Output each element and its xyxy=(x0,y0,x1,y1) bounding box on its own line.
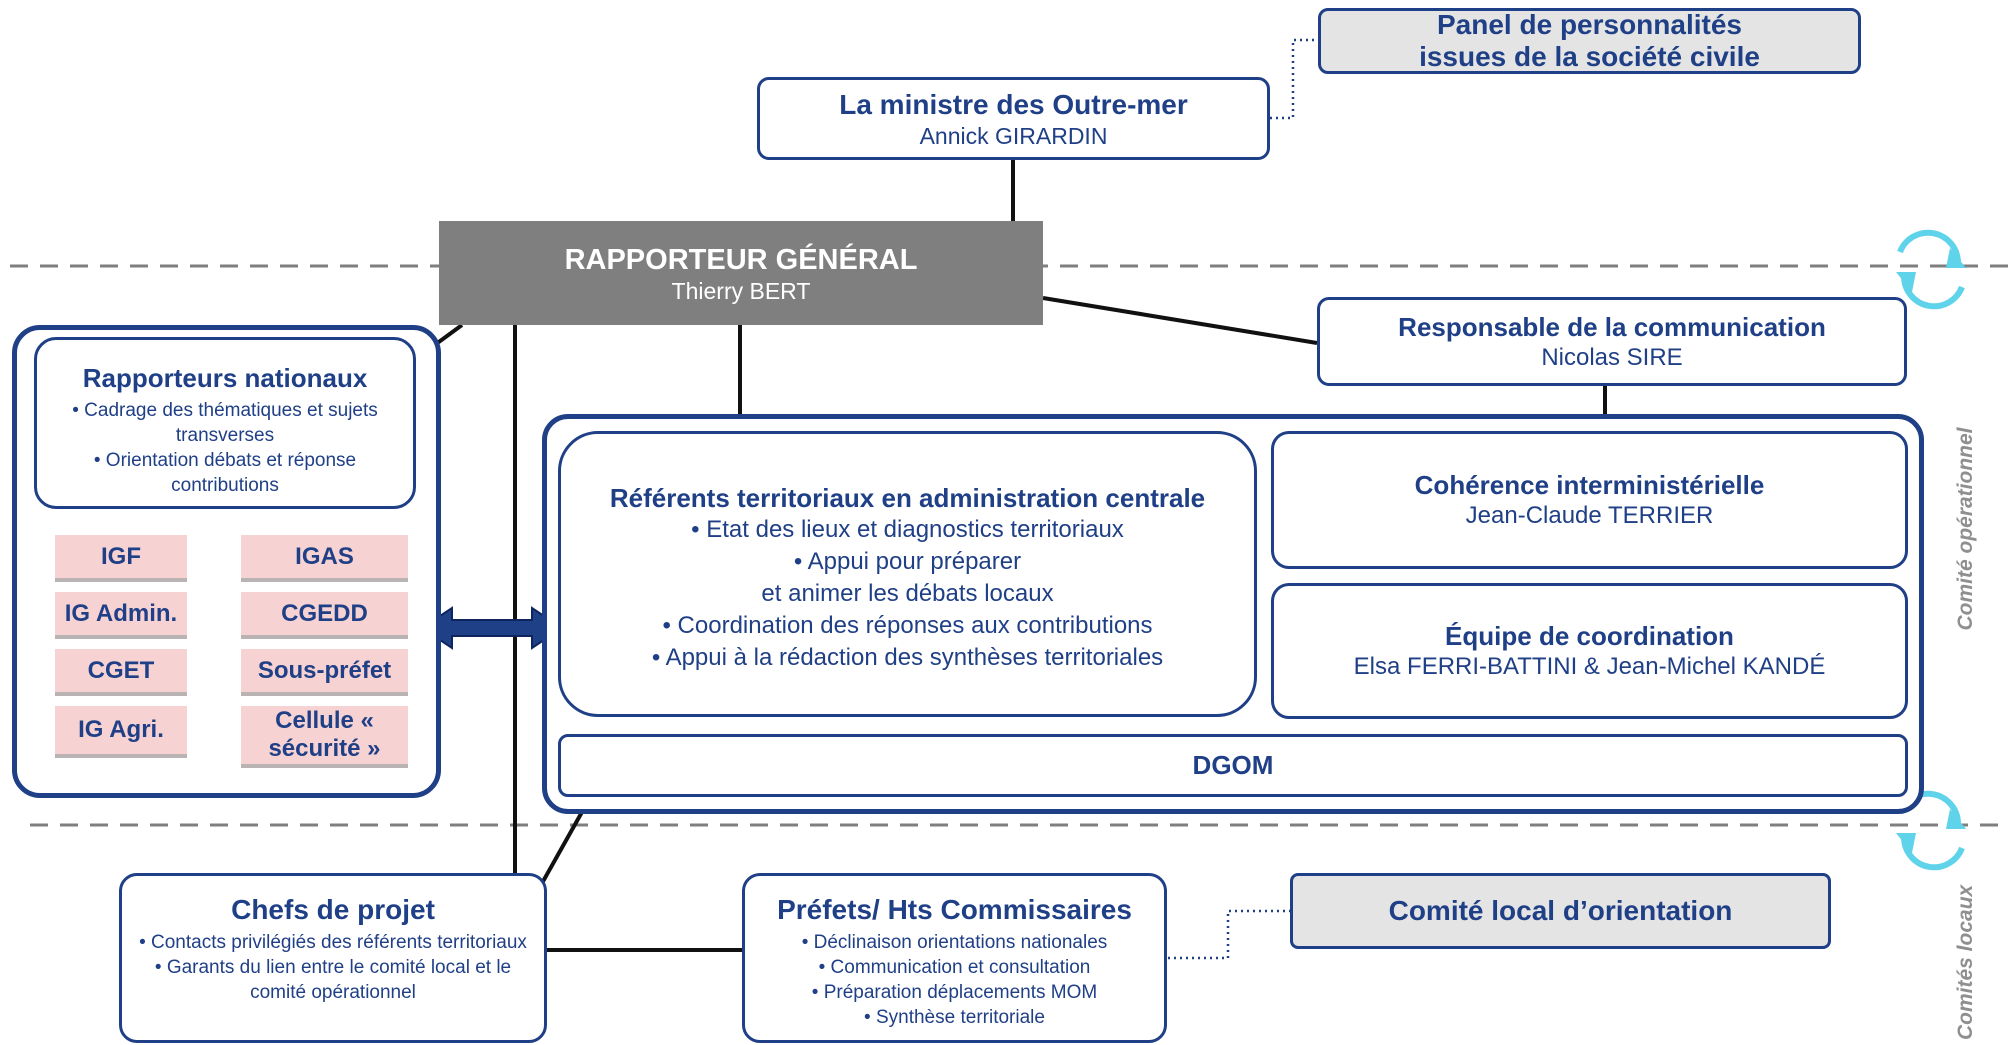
panel-personnalites-box: Panel de personnalités issues de la soci… xyxy=(1318,8,1861,74)
rapporteur-general-title: RAPPORTEUR GÉNÉRAL xyxy=(564,244,918,276)
equipe-box: Équipe de coordination Elsa FERRI-BATTIN… xyxy=(1271,583,1908,719)
bullet-text: Coordination des réponses aux contributi… xyxy=(677,612,1153,639)
inspection-tile-cellule-securite: Cellule « sécurité » xyxy=(241,706,408,768)
tile-label: Sous-préfet xyxy=(257,656,392,684)
connector-rapporteur-communication xyxy=(1042,296,1318,345)
inspection-tile-cget: CGET xyxy=(55,649,187,696)
cycle-icon xyxy=(1896,790,1966,871)
ministre-title: La ministre des Outre-mer xyxy=(839,88,1188,120)
prefets-box: Préfets/ Hts Commissaires Déclinaison or… xyxy=(742,873,1167,1043)
ministre-box: La ministre des Outre-mer Annick GIRARDI… xyxy=(757,77,1270,160)
rapporteurs-nationaux-box: Rapporteurs nationaux Cadrage des thémat… xyxy=(34,337,416,509)
bullet-item: Communication et consultation xyxy=(802,955,1108,980)
rapporteur-general-name: Thierry BERT xyxy=(671,278,811,304)
tile-label: Cellule « sécurité » xyxy=(268,707,381,762)
dotted-connector-comite-local xyxy=(1168,909,1290,960)
bullet-item: et animer les débats locaux xyxy=(761,580,1054,607)
inspection-tile-cgedd: CGEDD xyxy=(241,592,408,639)
dotted-connector-panel xyxy=(1270,38,1318,120)
ministre-name: Annick GIRARDIN xyxy=(919,122,1108,149)
chefs-projet-box: Chefs de projet Contacts privilégiés des… xyxy=(119,873,547,1043)
inspection-tile-igf: IGF xyxy=(55,535,187,582)
tile-label: CGET xyxy=(87,656,155,684)
coherence-title: Cohérence interministérielle xyxy=(1414,470,1765,500)
bullet-item: Garants du lien entre le comité local et… xyxy=(133,955,533,1005)
bullet-item: Contacts privilégiés des référents terri… xyxy=(133,930,533,955)
tile-label: IGAS xyxy=(295,542,354,570)
comite-local-box: Comité local d’orientation xyxy=(1290,873,1831,949)
inspection-tile-ig-admin: IG Admin. xyxy=(55,592,187,639)
referents-title: Référents territoriaux en administration… xyxy=(609,483,1206,513)
inspection-tile-ig-agri: IG Agri. xyxy=(55,706,187,758)
dgom-label: DGOM xyxy=(1192,750,1274,780)
cycle-icon xyxy=(1896,229,1966,310)
tile-label: IG Agri. xyxy=(78,716,164,743)
panel-line2: issues de la société civile xyxy=(1419,41,1760,72)
coherence-name: Jean-Claude TERRIER xyxy=(1465,502,1714,529)
prefets-title: Préfets/ Hts Commissaires xyxy=(777,894,1132,925)
tile-label: IG Admin. xyxy=(64,599,178,627)
bullet-item: Orientation débats et réponse contributi… xyxy=(60,448,390,498)
comite-local-label: Comité local d’orientation xyxy=(1388,895,1733,926)
connector-dgom-chefs xyxy=(539,811,584,886)
dgom-box: DGOM xyxy=(558,734,1908,797)
panel-line1: Panel de personnalités xyxy=(1437,9,1742,40)
communication-title: Responsable de la communication xyxy=(1398,311,1826,342)
bullet-item: • Appui pour préparer xyxy=(793,548,1022,575)
equipe-title: Équipe de coordination xyxy=(1445,621,1734,651)
tile-label: CGEDD xyxy=(281,599,368,627)
prefets-bullets: Déclinaison orientations nationales Comm… xyxy=(802,930,1108,1030)
communication-box: Responsable de la communication Nicolas … xyxy=(1317,297,1907,386)
side-label-comites-locaux: Comités locaux xyxy=(1954,884,1977,1040)
chefs-projet-title: Chefs de projet xyxy=(231,894,435,925)
rapporteur-general-box: RAPPORTEUR GÉNÉRAL Thierry BERT xyxy=(439,221,1043,325)
inspection-tile-igas: IGAS xyxy=(241,535,408,582)
referents-bullets: • Etat des lieux et diagnostics territor… xyxy=(652,514,1163,674)
bullet-item: Préparation déplacements MOM xyxy=(802,980,1108,1005)
referents-box: Référents territoriaux en administration… xyxy=(558,431,1257,717)
bullet-text: Etat des lieux et diagnostics territoria… xyxy=(706,516,1124,543)
communication-name: Nicolas SIRE xyxy=(1541,343,1683,371)
bullet-text: Appui pour préparer xyxy=(807,548,1022,575)
bullet-item: Synthèse territoriale xyxy=(802,1005,1108,1030)
bullet-item: • Appui à la rédaction des synthèses ter… xyxy=(651,644,1164,671)
bullet-text: Appui à la rédaction des synthèses terri… xyxy=(665,644,1164,671)
side-label-comite-operationnel: Comité opérationnel xyxy=(1954,427,1977,631)
bullet-item: • Etat des lieux et diagnostics territor… xyxy=(691,516,1124,543)
bullet-item: • Coordination des réponses aux contribu… xyxy=(662,612,1153,639)
bullet-item: Cadrage des thématiques et sujets transv… xyxy=(60,398,390,448)
tile-label: IGF xyxy=(101,542,141,570)
bullet-item: Déclinaison orientations nationales xyxy=(802,930,1108,955)
rapporteurs-nationaux-title: Rapporteurs nationaux xyxy=(82,363,368,393)
equipe-name: Elsa FERRI-BATTINI & Jean-Michel KANDÉ xyxy=(1353,653,1826,680)
double-arrow xyxy=(420,606,564,650)
coherence-box: Cohérence interministérielle Jean-Claude… xyxy=(1271,431,1908,569)
rapporteurs-nationaux-bullets: Cadrage des thématiques et sujets transv… xyxy=(60,398,390,498)
chefs-projet-bullets: Contacts privilégiés des référents terri… xyxy=(133,930,533,1005)
inspection-tile-sous-prefet: Sous-préfet xyxy=(241,649,408,696)
